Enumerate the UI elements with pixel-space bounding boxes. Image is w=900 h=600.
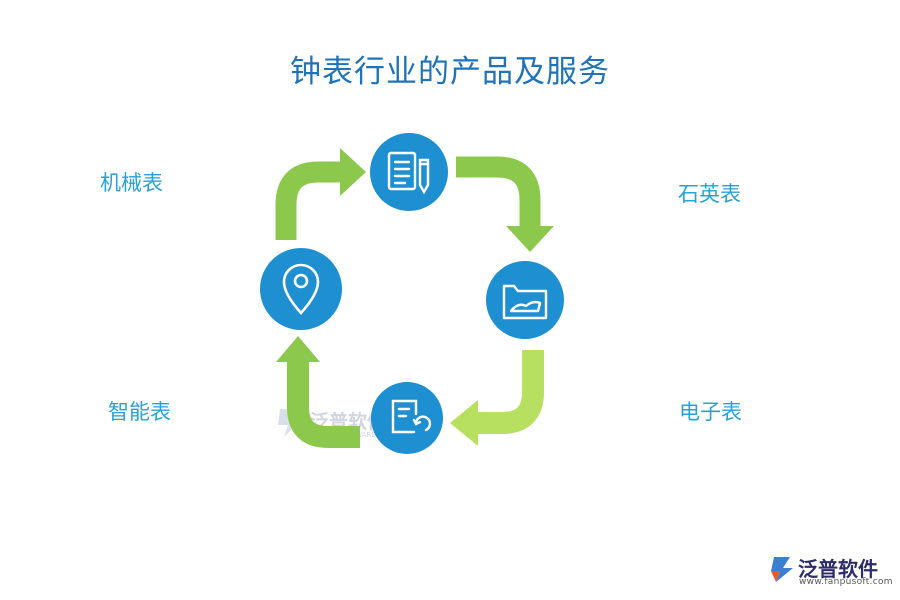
diagram-title: 钟表行业的产品及服务	[290, 54, 610, 90]
node-bottom	[371, 382, 443, 454]
node-left	[260, 248, 342, 330]
folder-icon	[502, 284, 548, 320]
arrow-bottom-to-left	[276, 336, 360, 448]
arrow-top-to-right	[456, 156, 554, 252]
map-pin-icon	[282, 263, 320, 315]
brand-logo: 泛普软件 www.fanpusoft.com	[768, 551, 894, 587]
document-pencil-icon	[387, 151, 430, 195]
label-electronic-watch: 电子表	[679, 400, 742, 424]
label-smart-watch: 智能表	[108, 400, 171, 424]
brand-logo-icon	[771, 557, 793, 582]
brand-name: 泛普软件	[798, 557, 878, 581]
node-top	[370, 133, 448, 211]
watermark-logo-icon	[278, 409, 300, 437]
document-refresh-icon	[391, 399, 432, 434]
arrow-right-to-bottom	[450, 350, 544, 446]
label-quartz-watch: 石英表	[678, 182, 741, 206]
brand-url: www.fanpusoft.com	[799, 577, 893, 587]
node-right	[486, 261, 564, 339]
label-mechanical-watch: 机械表	[100, 171, 163, 195]
arrow-left-to-top	[275, 148, 366, 240]
